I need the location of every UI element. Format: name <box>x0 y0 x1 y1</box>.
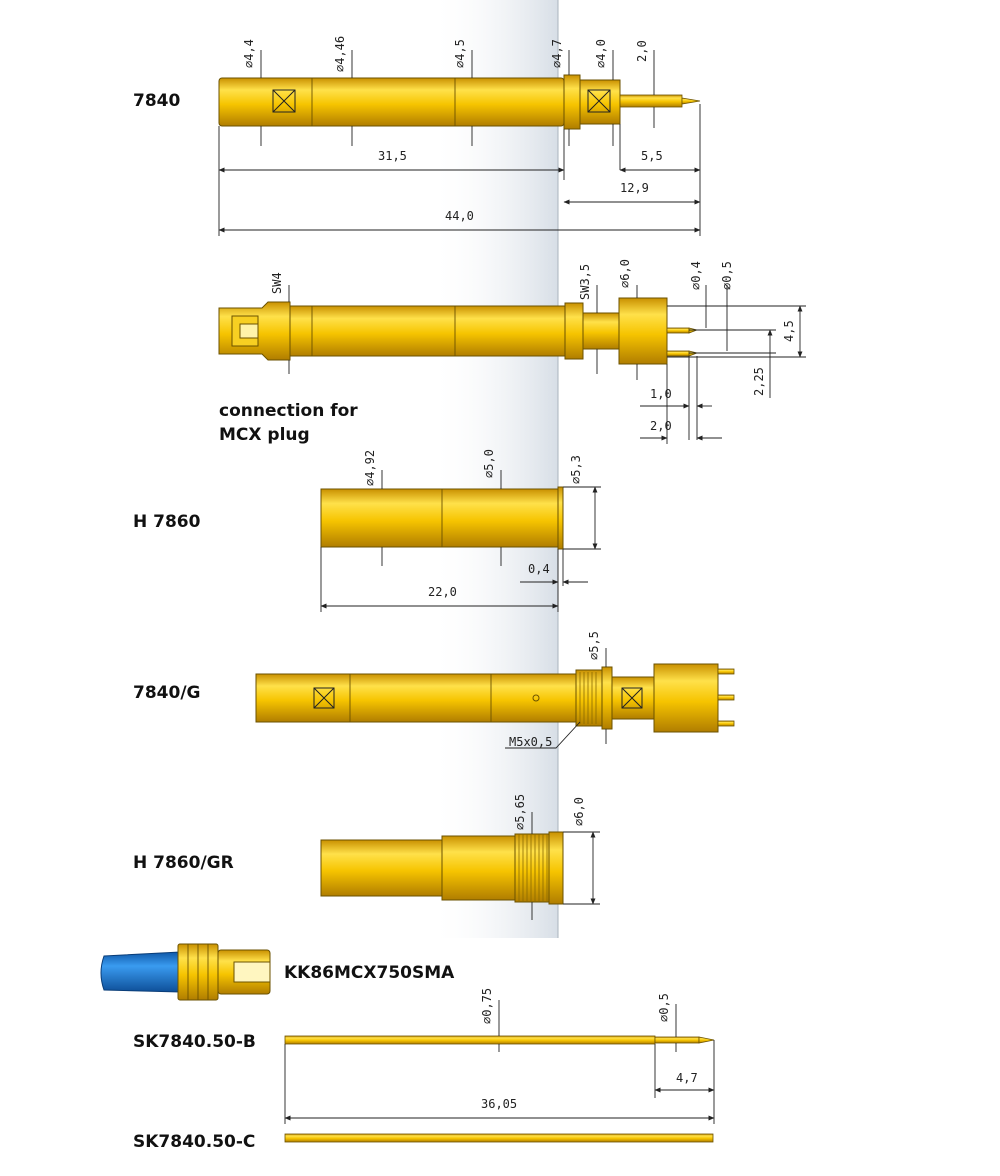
dim-label: 12,9 <box>620 181 649 195</box>
part-label-mcx-1: connection for <box>219 401 358 421</box>
dim-label: 36,05 <box>481 1097 517 1111</box>
part-label-sk784050c: SK7840.50-C <box>133 1132 255 1152</box>
wrench-flat-icon <box>587 89 611 113</box>
dim-label: 2,25 <box>752 367 766 396</box>
dim-label: 22,0 <box>428 585 457 599</box>
part-label-7840g: 7840/G <box>133 683 200 703</box>
dim-label: ⌀4,46 <box>333 36 347 72</box>
dim-label: ⌀0,5 <box>720 261 734 290</box>
part-label-7840: 7840 <box>133 91 180 111</box>
part-7840g: 7840/G ⌀5,5 M5x0,5 <box>133 631 735 749</box>
dim-label: ⌀4,0 <box>594 39 608 68</box>
part-sk784050b: SK7840.50-B ⌀0,75 ⌀0,5 4,7 36,05 <box>133 988 715 1124</box>
dim-label: ⌀4,5 <box>453 39 467 68</box>
dim-label: ⌀6,0 <box>618 259 632 288</box>
dim-label: ⌀4,7 <box>550 39 564 68</box>
dim-label: ⌀5,3 <box>569 455 583 484</box>
dim-label: 2,0 <box>650 419 672 433</box>
part-label-h7860: H 7860 <box>133 512 201 532</box>
dim-label: 2,0 <box>635 40 649 62</box>
wrench-flat-icon <box>621 687 643 709</box>
dim-label: 4,7 <box>676 1071 698 1085</box>
dim-label: ⌀0,75 <box>480 988 494 1024</box>
dim-label: M5x0,5 <box>509 735 552 749</box>
dim-label: SW3,5 <box>578 264 592 300</box>
dim-label: ⌀4,4 <box>242 39 256 68</box>
part-label-mcx-2: MCX plug <box>219 425 310 445</box>
part-h7860: H 7860 ⌀4,92 ⌀5,0 ⌀5,3 0,4 22,0 <box>133 449 601 612</box>
part-label-h7860gr: H 7860/GR <box>133 853 234 873</box>
dim-label: 1,0 <box>650 387 672 401</box>
dim-label: ⌀0,5 <box>657 993 671 1022</box>
dim-label: 44,0 <box>445 209 474 223</box>
dim-label: 5,5 <box>641 149 663 163</box>
dim-label: ⌀0,4 <box>689 261 703 290</box>
part-label-kk86: KK86MCX750SMA <box>284 963 455 983</box>
part-mcx-connection: SW4 SW3,5 ⌀6,0 ⌀0,4 ⌀0,5 4,5 2,25 1,0 2,… <box>218 259 806 445</box>
dim-label: ⌀4,92 <box>363 450 377 486</box>
blue-cable <box>100 951 181 993</box>
dim-label: ⌀5,0 <box>482 449 496 478</box>
dim-label: ⌀5,5 <box>587 631 601 660</box>
dim-label: 4,5 <box>782 320 796 342</box>
background-band <box>430 0 558 938</box>
dim-label: SW4 <box>270 272 284 294</box>
wrench-flat-icon <box>272 89 296 113</box>
part-kk86: KK86MCX750SMA <box>100 943 455 1001</box>
wrench-flat-icon <box>313 687 335 709</box>
part-h7860gr: H 7860/GR ⌀5,65 ⌀6,0 <box>133 794 600 920</box>
part-sk784050c: SK7840.50-C <box>133 1132 714 1152</box>
part-7840: 7840 ⌀4,4 ⌀4,46 ⌀4,5 ⌀4,7 ⌀4,0 2,0 31,5 … <box>133 36 701 236</box>
dim-label: ⌀5,65 <box>513 794 527 830</box>
part-label-sk784050b: SK7840.50-B <box>133 1032 256 1052</box>
knurl-section <box>514 833 550 903</box>
dim-label: ⌀6,0 <box>572 797 586 826</box>
dim-label: 0,4 <box>528 562 550 576</box>
dim-label: 31,5 <box>378 149 407 163</box>
